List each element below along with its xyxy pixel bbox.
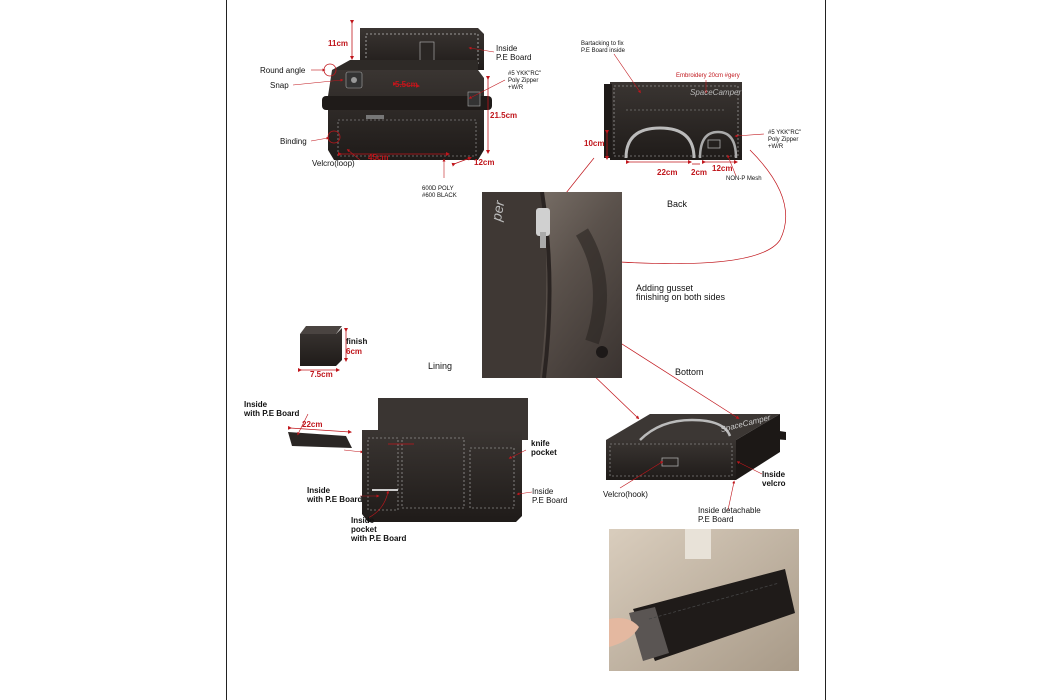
lining-label-inside-pe-bottom: Inside with P.E Board <box>307 486 363 504</box>
lining-finish: finish <box>346 337 368 346</box>
lining-dim-7-5: 7.5cm <box>310 370 333 379</box>
main-label-zipper: #5 YKK"RC" Poly Zipper +W/R <box>508 71 542 91</box>
back-label-zipper: #5 YKK"RC" Poly Zipper +W/R <box>768 130 802 150</box>
bottom-label-inside-velcro: Inside velcro <box>762 470 786 488</box>
gusset-photo-art <box>482 192 622 378</box>
lining-caption: Lining <box>428 361 453 371</box>
main-label-velcro-loop: Velcro(loop) <box>312 159 355 168</box>
gusset-label: Adding gusset finishing on both sides <box>636 283 726 302</box>
back-dim-10: 10cm <box>584 139 605 148</box>
main-dim-total-height: 21.5cm <box>490 111 518 120</box>
lining-label-inside-pe-right: Inside P.E Board <box>532 487 568 505</box>
main-label-binding: Binding <box>280 137 307 146</box>
back-label-embroidery: Embroidery 20cm #gery <box>676 73 740 79</box>
lining-label-pocket: Inside pocket with P.E Board <box>351 516 407 543</box>
main-label-round-angle: Round angle <box>260 66 306 75</box>
lining-drawing <box>287 326 533 522</box>
board-photo-art <box>609 529 799 671</box>
back-caption: Back <box>667 199 688 209</box>
lining-dim-6: 6cm <box>346 347 363 356</box>
lining-label-inside-pe-left: Inside with P.E Board <box>244 400 300 418</box>
lining-label-knife: knife pocket <box>531 439 557 457</box>
main-label-fabric: 600D POLY #600 BLACK <box>422 186 457 199</box>
main-dim-depth: 12cm <box>474 158 495 167</box>
bottom-caption: Bottom <box>675 367 704 377</box>
main-dim-length: 45cm <box>368 153 389 162</box>
back-brand: SpaceCamper <box>690 88 742 97</box>
back-dim-12: 12cm <box>712 164 733 173</box>
gusset-photo: per <box>482 192 622 378</box>
main-dim-height: 11cm <box>328 39 349 48</box>
main-dim-inner: 5.5cm <box>395 80 418 89</box>
main-label-inside-pe: Inside P.E Board <box>496 44 532 62</box>
main-bag-drawing <box>292 20 506 178</box>
back-dim-2: 2cm <box>691 168 708 177</box>
back-label-mesh: NON-P Mesh <box>726 176 762 182</box>
bottom-label-velcro-hook: Velcro(hook) <box>603 490 648 499</box>
back-dim-22: 22cm <box>657 168 678 177</box>
back-view-drawing <box>534 53 787 265</box>
lining-dim-22: 22cm <box>302 420 323 429</box>
gusset-photo-brand-text: per <box>488 199 508 223</box>
main-label-snap: Snap <box>270 81 289 90</box>
bottom-label-detachable: Inside detachable P.E Board <box>698 506 761 524</box>
board-photo <box>609 529 799 671</box>
back-label-bartacking: Bartacking to fix P.E Board inside <box>581 41 625 54</box>
